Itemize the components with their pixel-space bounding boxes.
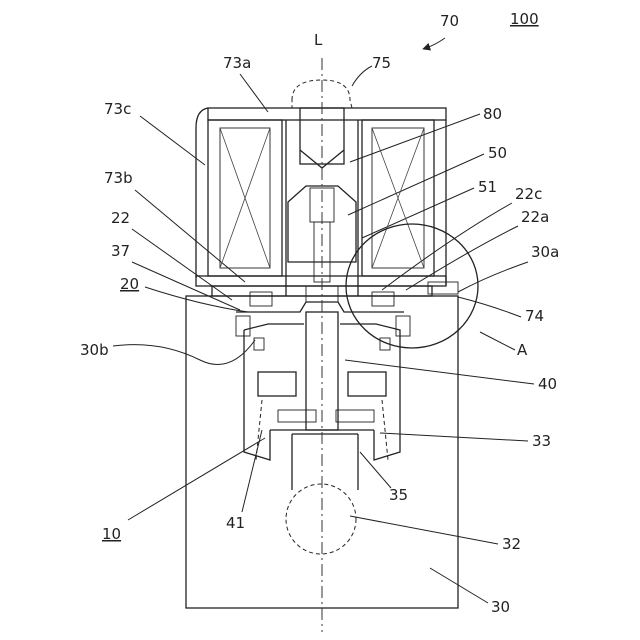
label-51: 51 <box>478 178 497 196</box>
label-100: 100 <box>510 10 539 28</box>
yoke-73a <box>208 108 446 120</box>
diaphragm-20 <box>236 302 404 312</box>
label-73c: 73c <box>104 100 131 118</box>
spring-seat-right <box>348 372 386 396</box>
label-74: 74 <box>525 307 544 325</box>
label-73b: 73b <box>104 169 133 187</box>
oring-right <box>396 316 410 336</box>
label-32: 32 <box>502 535 521 553</box>
oring-left <box>236 316 250 336</box>
seal-30b <box>254 338 264 350</box>
label-a: A <box>517 341 528 359</box>
label-30a: 30a <box>531 243 559 261</box>
coil-right-hatch <box>372 128 424 268</box>
leader-70 <box>426 38 445 48</box>
seal-37 <box>250 292 272 306</box>
label-axis-l: L <box>314 31 323 49</box>
label-50: 50 <box>488 144 507 162</box>
valve-disc-41-right <box>336 410 374 422</box>
label-70: 70 <box>440 12 459 30</box>
leader-22c <box>382 203 512 290</box>
label-41: 41 <box>226 514 245 532</box>
body-outline <box>186 296 458 608</box>
label-20: 20 <box>120 275 139 293</box>
leader-22a <box>406 226 518 290</box>
label-80: 80 <box>483 105 502 123</box>
leader-50 <box>348 154 484 215</box>
label-22a: 22a <box>521 208 549 226</box>
leader-a <box>480 332 515 350</box>
reference-labels: L 70 100 73a 75 73c 80 50 51 73b 22c 22a… <box>80 10 559 616</box>
label-22c: 22c <box>515 185 542 203</box>
seal-22c <box>372 292 394 306</box>
label-35: 35 <box>389 486 408 504</box>
leader-33 <box>380 433 528 441</box>
coil-left-hatch <box>220 128 270 268</box>
label-75: 75 <box>372 54 391 72</box>
leader-51 <box>362 188 474 238</box>
leader-22 <box>132 229 232 300</box>
body-30 <box>186 296 458 608</box>
outlet-pipe <box>292 434 358 490</box>
leader-41 <box>242 430 262 512</box>
yoke-73c-left <box>196 108 208 278</box>
leader-32 <box>350 516 498 544</box>
leader-30 <box>430 568 488 603</box>
label-73a: 73a <box>223 54 251 72</box>
leader-74 <box>458 297 521 317</box>
yoke-73b <box>196 276 446 286</box>
label-37: 37 <box>111 242 130 260</box>
leader-30a <box>458 262 528 292</box>
label-40: 40 <box>538 375 557 393</box>
port-32 <box>286 484 356 554</box>
spring-seat-left <box>258 372 296 396</box>
leader-30b <box>113 340 255 365</box>
label-30: 30 <box>491 598 510 616</box>
label-30b: 30b <box>80 341 109 359</box>
label-33: 33 <box>532 432 551 450</box>
leader-73c <box>140 116 205 165</box>
leader-75 <box>352 66 372 86</box>
leader-35 <box>360 452 391 488</box>
label-10: 10 <box>102 525 121 543</box>
valve-20 <box>212 282 458 336</box>
valve-disc-41-left <box>278 410 316 422</box>
leader-73a <box>240 74 268 112</box>
leader-lines <box>113 38 534 603</box>
leader-80 <box>350 114 480 162</box>
label-22: 22 <box>111 209 130 227</box>
